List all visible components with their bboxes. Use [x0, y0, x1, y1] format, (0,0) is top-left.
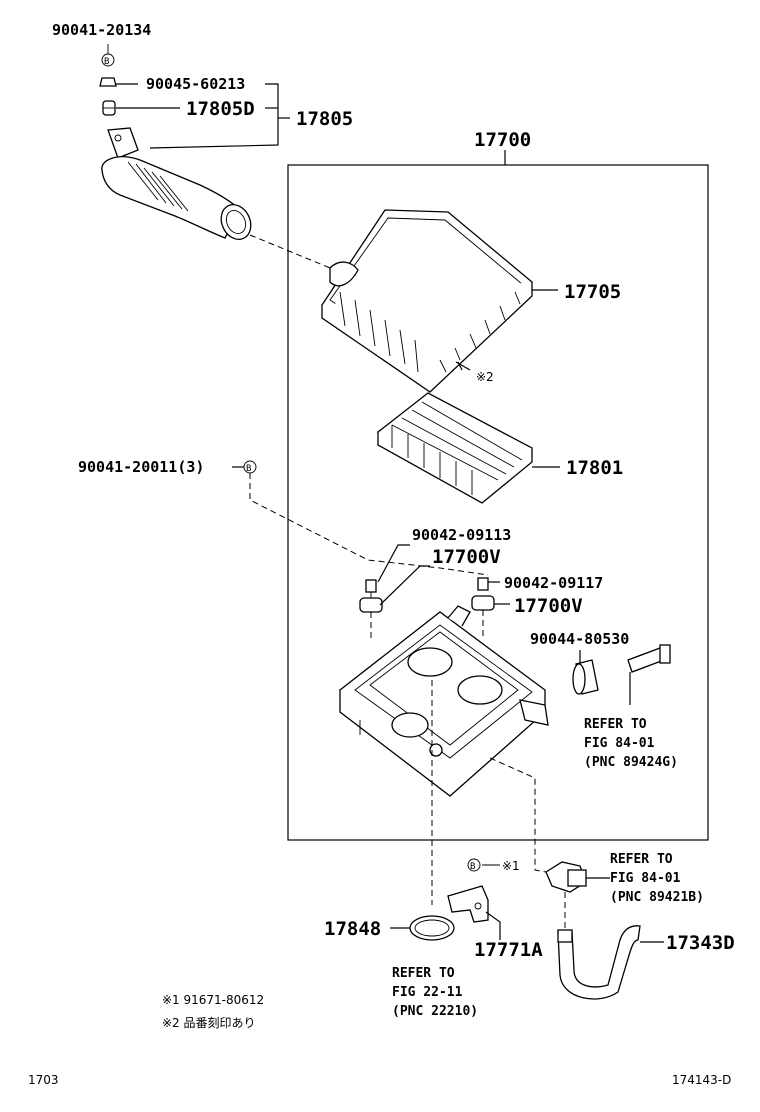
air-cleaner-case: [338, 605, 549, 797]
ref1-line1: REFER TO: [584, 717, 647, 732]
plug-90044: [572, 659, 599, 695]
bracket-17771A: [447, 885, 489, 923]
label-90041-20011: 90041-20011(3): [78, 458, 204, 476]
label-17805: 17805: [296, 108, 353, 130]
ref1-line2: FIG 84-01: [584, 736, 655, 751]
ref2-line3: (PNC 89421B): [610, 890, 704, 905]
label-17771A: 17771A: [474, 939, 543, 961]
label-17848: 17848: [324, 918, 381, 940]
bolt-mark-low: B: [470, 862, 475, 872]
filter-element-17801: [376, 392, 534, 504]
collar-90042-09113: [365, 579, 377, 593]
label-17700V-lower: 17700V: [514, 595, 583, 617]
mark-1: ※1: [502, 859, 520, 873]
note-2: ※2 品番刻印あり: [162, 1016, 256, 1030]
ref1-line3: (PNC 89424G): [584, 755, 678, 770]
ref3-line2: FIG 22-11: [392, 985, 463, 1000]
label-90042-09113: 90042-09113: [412, 526, 511, 544]
grommet-17805D: [102, 100, 116, 116]
ref2-line1: REFER TO: [610, 852, 673, 867]
label-17805D: 17805D: [186, 98, 255, 120]
label-90041-20134: 90041-20134: [52, 21, 151, 39]
ref2-line2: FIG 84-01: [610, 871, 681, 886]
bolt-mark-mid: B: [246, 464, 251, 474]
sensor-89421B: [545, 861, 587, 893]
label-90042-09117: 90042-09117: [504, 574, 603, 592]
bolt-mark-top: B: [104, 57, 109, 67]
label-17801: 17801: [566, 457, 623, 479]
bolt-b-low: [467, 858, 481, 872]
label-90045-60213: 90045-60213: [146, 75, 245, 93]
label-17700: 17700: [474, 129, 531, 151]
collar-90042-09117: [477, 577, 489, 591]
air-hose-17805: [101, 127, 252, 241]
label-90044-80530: 90044-80530: [530, 630, 629, 648]
clip-90045: [99, 77, 117, 87]
label-17343D: 17343D: [666, 932, 735, 954]
sensor-89424G: [627, 644, 671, 673]
assembly-frame: [287, 164, 709, 841]
ref3-line1: REFER TO: [392, 966, 455, 981]
note-1: ※1 91671-80612: [162, 993, 264, 1007]
label-17705: 17705: [564, 281, 621, 303]
hose-17343D: [557, 925, 641, 1000]
grommet-17700V-left: [359, 597, 383, 613]
air-cleaner-cap-17705: [321, 209, 533, 393]
o-ring-17848: [409, 915, 455, 941]
ref3-line3: (PNC 22210): [392, 1004, 478, 1019]
footer-right: 174143-D: [672, 1073, 731, 1087]
mark-2: ※2: [476, 370, 494, 384]
footer-left: 1703: [28, 1073, 59, 1087]
grommet-17700V-right: [471, 595, 495, 611]
label-17700V-upper: 17700V: [432, 546, 501, 568]
